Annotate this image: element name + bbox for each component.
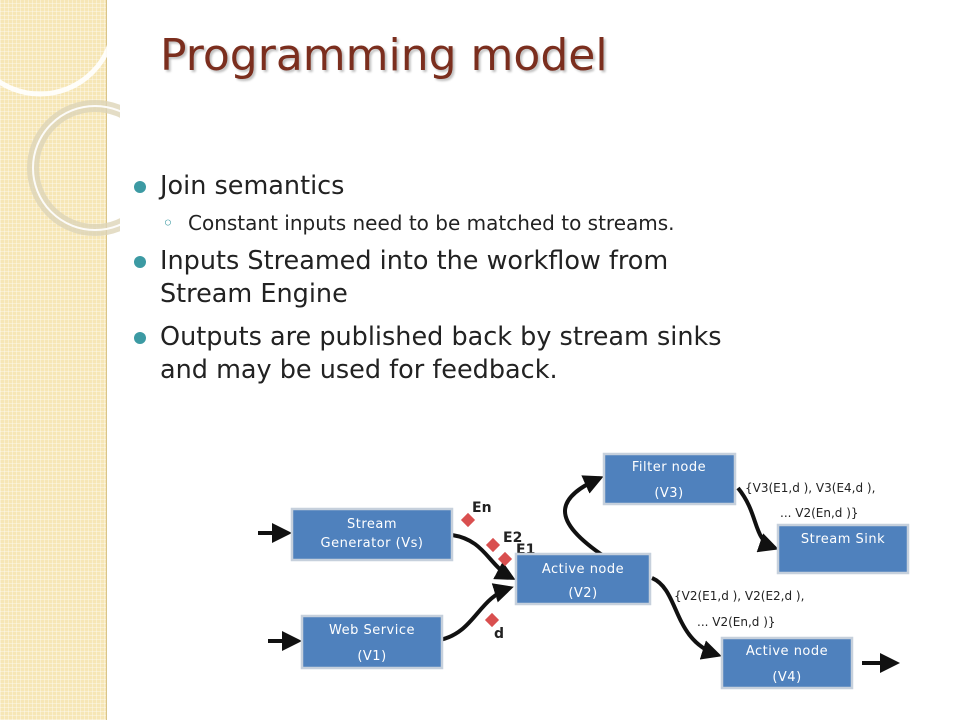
bullet-inputs-streamed: Inputs Streamed into the workflow from S…	[132, 245, 752, 311]
edge-marker-en	[460, 512, 476, 528]
node-stream-sink: Stream Sink	[776, 523, 910, 575]
bullet-join-semantics: Join semantics	[132, 170, 752, 203]
node-label: Active node	[746, 644, 828, 659]
annotation-v2-output: {V2(E1,d ), V2(E2,d ),	[674, 589, 804, 603]
edge-v1-v2	[439, 583, 514, 642]
node-filter-v3: Filter node (V3)	[602, 452, 737, 506]
node-label: Stream Sink	[801, 532, 885, 547]
edge-label-d: d	[494, 626, 504, 642]
bullet-outputs-published: Outputs are published back by stream sin…	[132, 321, 752, 387]
bullet-list: Join semantics Constant inputs need to b…	[132, 170, 752, 387]
slide-title: Programming model	[160, 30, 608, 81]
node-label: (V3)	[654, 486, 683, 501]
node-active-v4: Active node (V4)	[720, 636, 854, 690]
edge-label-en: En	[472, 500, 492, 516]
edge-marker-e1	[497, 551, 513, 567]
edge-v2-v3	[563, 475, 607, 559]
edge-vs-v2	[451, 533, 516, 580]
node-label: (V1)	[357, 649, 386, 664]
node-label: Filter node	[632, 460, 706, 475]
edge-v2-v4	[651, 576, 722, 660]
node-label: (V4)	[772, 670, 801, 685]
annotation-v3-output: ... V2(En,d )}	[780, 506, 859, 520]
node-label: (V2)	[568, 586, 597, 601]
node-web-service: Web Service (V1)	[300, 614, 444, 670]
node-label: Web Service	[329, 623, 415, 638]
node-active-v2: Active node (V2)	[514, 552, 652, 606]
diagram-edges	[258, 475, 900, 673]
annotation-v2-output: ... V2(En,d )}	[697, 615, 776, 629]
node-label: Active node	[542, 562, 624, 577]
edge-markers	[460, 512, 513, 628]
node-label: Generator (Vs)	[321, 536, 424, 551]
edge-marker-d	[484, 612, 500, 628]
annotation-v3-output: {V3(E1,d ), V3(E4,d ),	[745, 481, 875, 495]
decorative-rings	[0, 0, 120, 236]
node-stream-generator: Stream Generator (Vs)	[290, 507, 454, 562]
sub-bullet-constant-inputs: Constant inputs need to be matched to st…	[160, 211, 752, 235]
node-label: Stream	[347, 517, 397, 532]
edge-label-e2: E2	[503, 530, 522, 546]
edge-marker-e2	[485, 537, 501, 553]
edge-v3-sink	[736, 486, 779, 553]
